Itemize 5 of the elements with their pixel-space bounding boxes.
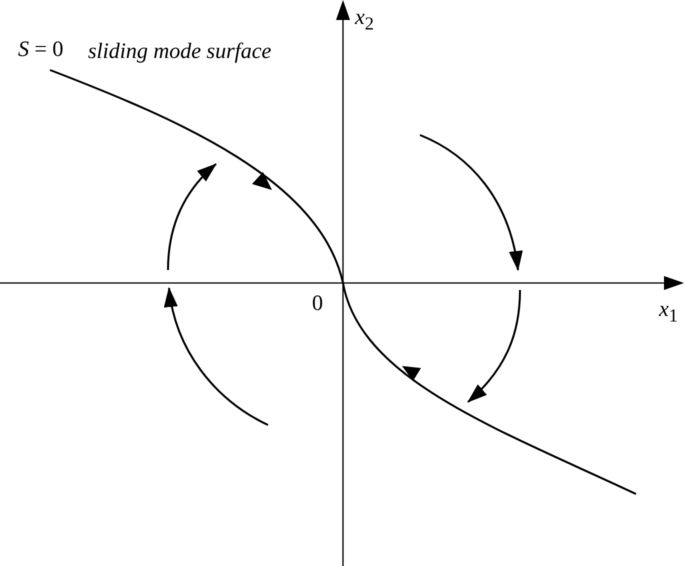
axis-label: x$_{2}$ [355, 6, 374, 33]
curve-label: sliding mode surface [88, 40, 272, 62]
axis-label: x$_{1}$ [659, 298, 678, 325]
equation-label: S = 0 [18, 38, 64, 60]
origin-label: 0 [312, 292, 323, 314]
